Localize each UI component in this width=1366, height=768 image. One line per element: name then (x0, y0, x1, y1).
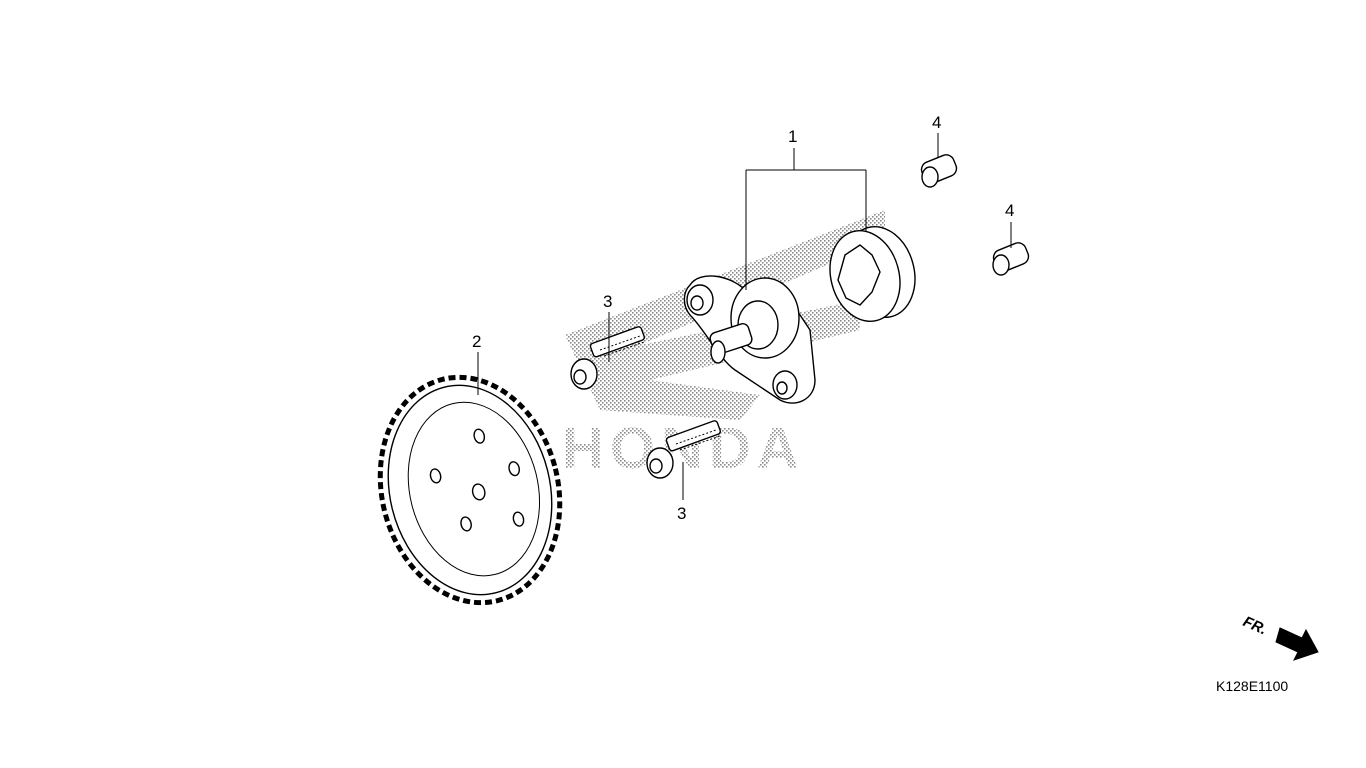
front-label: FR. (1240, 613, 1269, 638)
honda-wing-logo (565, 210, 885, 420)
callout-dowel-pin-upper: 4 (932, 113, 941, 132)
oil-pump-rotor (829, 226, 916, 322)
callout-oil-pump-assembly: 1 (788, 127, 797, 146)
callout-drive-gear: 2 (472, 332, 481, 351)
callout-dowel-pin-lower: 4 (1005, 201, 1014, 220)
front-arrow-icon (1275, 627, 1319, 661)
callout-bolt-lower: 3 (677, 504, 686, 523)
bolt-lower (646, 420, 721, 479)
front-indicator: FR. (1240, 613, 1319, 661)
dowel-pin-upper (920, 154, 958, 188)
bolt-upper (570, 326, 645, 390)
dowel-pin-lower (992, 242, 1030, 276)
drive-gear (377, 374, 563, 606)
callout-bolt-upper: 3 (603, 292, 612, 311)
leader-lines (477, 133, 1012, 500)
figure-code: K128E1100 (1216, 678, 1288, 694)
oil-pump-body (683, 275, 816, 404)
